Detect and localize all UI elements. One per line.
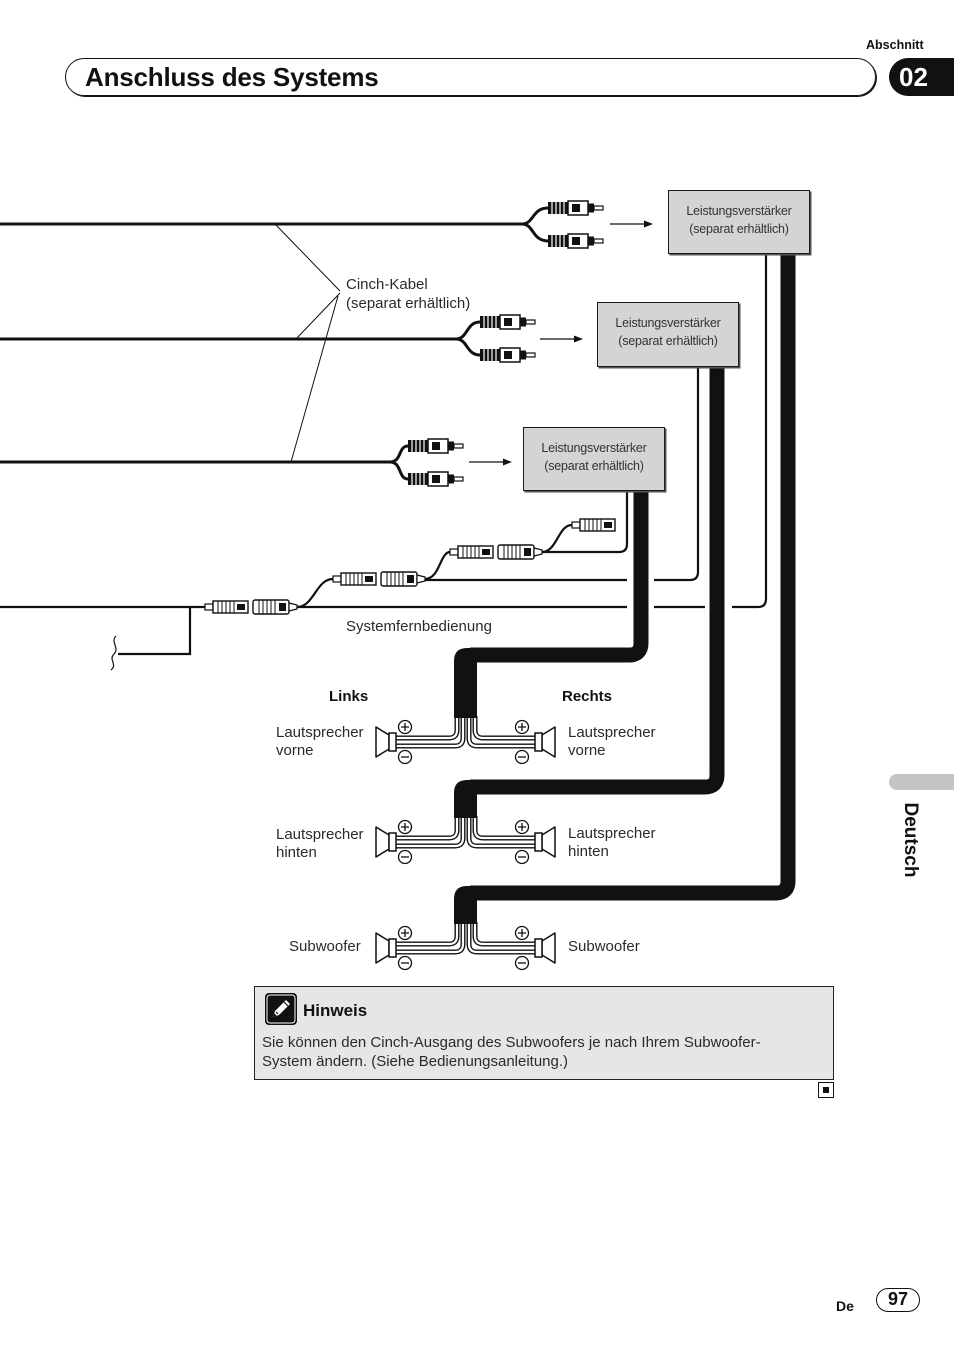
subwoofer-right-label: Subwoofer bbox=[568, 938, 640, 955]
remote-chain-link bbox=[296, 577, 334, 609]
cinch-cable-label-line1: Cinch-Kabel bbox=[346, 276, 428, 293]
amplifier-box-2: Leistungsverstärker (separat erhältlich) bbox=[597, 302, 739, 367]
speaker-cable-front bbox=[470, 491, 649, 663]
end-of-section-icon bbox=[818, 1082, 834, 1098]
pencil-icon bbox=[265, 993, 297, 1025]
cinch-cable-1 bbox=[0, 206, 549, 243]
page-title: Anschluss des Systems bbox=[85, 62, 379, 92]
front-speaker-set bbox=[376, 716, 555, 764]
page-title-bar: Anschluss des Systems bbox=[65, 58, 876, 96]
amplifier-sublabel: (separat erhältlich) bbox=[544, 459, 644, 473]
subwoofer-speaker-set bbox=[376, 922, 555, 970]
connector-socket-icon bbox=[252, 599, 298, 615]
speaker-cable-rear bbox=[470, 367, 725, 795]
remote-wires bbox=[0, 254, 768, 671]
rca-plug-icon bbox=[407, 438, 464, 454]
language-tab bbox=[889, 774, 954, 790]
section-number-badge: 02 bbox=[889, 58, 954, 96]
arrow-head bbox=[503, 458, 512, 466]
section-label: Abschnitt bbox=[866, 38, 924, 52]
rca-plug-icon bbox=[547, 233, 604, 249]
remote-branch-wire bbox=[118, 607, 192, 656]
amplifier-label: Leistungsverstärker bbox=[686, 204, 792, 218]
amplifier-sublabel: (separat erhältlich) bbox=[689, 222, 789, 236]
speaker-label-line1: Lautsprecher bbox=[568, 724, 656, 741]
amplifier-box-3: Leistungsverstärker (separat erhältlich) bbox=[523, 427, 665, 491]
rca-plug-icon bbox=[407, 471, 464, 487]
section-number: 02 bbox=[899, 62, 928, 92]
cinch-cable-label-line2: (separat erhältlich) bbox=[346, 295, 471, 312]
cinch-cables bbox=[0, 206, 549, 481]
speaker-label-line2: vorne bbox=[276, 742, 314, 759]
amplifier-box-1: Leistungsverstärker (separat erhältlich) bbox=[668, 190, 810, 254]
front-right-speaker-label: Lautsprecher vorne bbox=[568, 724, 656, 760]
connector-socket-icon bbox=[497, 544, 543, 560]
arrow-head bbox=[644, 220, 653, 228]
footer-language: De bbox=[836, 1298, 854, 1314]
front-left-speaker-label: Lautsprecher vorne bbox=[276, 724, 364, 760]
cinch-cable-3 bbox=[0, 444, 409, 481]
speaker-label-line1: Lautsprecher bbox=[276, 724, 364, 741]
speaker-label-line2: hinten bbox=[276, 844, 317, 861]
amplifier-label: Leistungsverstärker bbox=[541, 441, 647, 455]
right-heading: Rechts bbox=[562, 688, 613, 705]
arrow-head bbox=[574, 335, 583, 343]
rca-plug-icon bbox=[479, 347, 536, 363]
note-box: Hinweis Sie können den Cinch-Ausgang des… bbox=[254, 986, 834, 1080]
left-heading: Links bbox=[329, 688, 369, 705]
rear-right-speaker-label: Lautsprecher hinten bbox=[568, 825, 656, 861]
note-text-line: System ändern. (Siehe Bedienungsanleitun… bbox=[262, 1053, 569, 1070]
arrow-icons bbox=[469, 220, 653, 466]
subwoofer-left-label: Subwoofer bbox=[289, 938, 361, 955]
rca-plug-icon bbox=[547, 200, 604, 216]
remote-chain-link bbox=[541, 523, 573, 554]
connector-plug-icon bbox=[571, 518, 616, 532]
remote-break-symbol bbox=[110, 635, 117, 671]
remote-wire-amp2 bbox=[425, 367, 700, 582]
speaker-label-line2: hinten bbox=[568, 843, 609, 860]
connector-plug-icon bbox=[204, 600, 249, 614]
cinch-leader-lines bbox=[274, 223, 341, 463]
page-number: 97 bbox=[876, 1288, 920, 1312]
speaker-label-line1: Lautsprecher bbox=[276, 826, 364, 843]
remote-wire-amp1 bbox=[297, 254, 768, 609]
cinch-cable-label: Cinch-Kabel (separat erhältlich) bbox=[346, 275, 470, 313]
note-text: Sie können den Cinch-Ausgang des Subwoof… bbox=[262, 1033, 761, 1071]
rear-left-speaker-label: Lautsprecher hinten bbox=[276, 826, 364, 862]
rear-speaker-set bbox=[376, 816, 555, 864]
connector-plug-icon bbox=[449, 545, 494, 559]
speaker-label-line2: vorne bbox=[568, 742, 606, 759]
speaker-cables bbox=[470, 254, 796, 901]
remote-label: Systemfernbedienung bbox=[346, 618, 492, 635]
amplifier-label: Leistungsverstärker bbox=[615, 316, 721, 330]
cinch-cable-2 bbox=[0, 320, 481, 357]
amplifier-sublabel: (separat erhältlich) bbox=[618, 334, 718, 348]
remote-wire-amp3 bbox=[542, 491, 629, 554]
note-heading: Hinweis bbox=[303, 1001, 368, 1020]
note-text-line: Sie können den Cinch-Ausgang des Subwoof… bbox=[262, 1034, 761, 1051]
rca-plug-icon bbox=[479, 314, 536, 330]
language-tab-label: Deutsch bbox=[900, 802, 921, 878]
remote-chain-link bbox=[424, 550, 451, 581]
speaker-label-line1: Lautsprecher bbox=[568, 825, 656, 842]
connector-plug-icon bbox=[332, 572, 377, 586]
speaker-cable-subwoofer bbox=[470, 254, 796, 901]
speaker-cable-ends bbox=[454, 648, 477, 924]
connector-socket-icon bbox=[380, 571, 426, 587]
